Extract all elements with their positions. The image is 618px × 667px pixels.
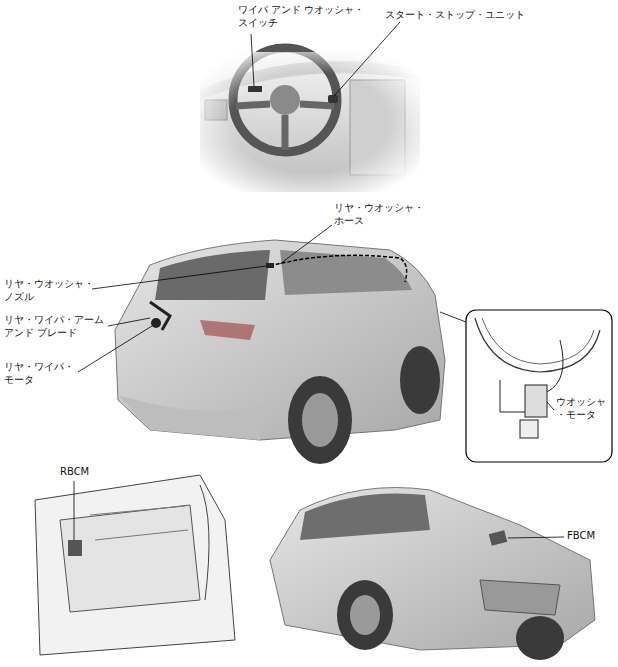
dashboard-figure [200,22,420,192]
part-name: スタート・ストップ・ユニット [385,9,525,22]
washer-motor [525,385,547,417]
fbcm-module [489,530,508,546]
front-vehicle-figure [270,488,595,661]
leader-line [251,34,254,86]
cargo-outline [35,475,235,655]
hatch-edge [200,485,209,600]
inset-frame [466,310,612,462]
reservoir-outline [482,318,594,364]
part-name: リヤ・ウオッシャ・ ノズル [4,278,100,303]
seatback [90,506,188,540]
tail-light [200,320,255,340]
wiper-arm [150,302,170,330]
wiper-motor [151,318,161,328]
leader-line [334,22,400,96]
module-name: RBCM [60,466,89,479]
grille [480,580,560,615]
leader-line [280,225,332,264]
part-name: リヤ・ウオッシャ・ ホース [334,202,430,227]
leader-line [78,326,152,372]
vignette [200,52,420,192]
connector [520,420,538,438]
wheel [516,616,564,660]
washer-hose [270,255,407,282]
leader-line [547,402,554,410]
wheel [337,580,393,650]
reservoir-outline [475,318,600,372]
washer-nozzle [266,263,274,268]
washer-motor-inset [466,310,612,462]
rear-window [155,250,270,300]
leader-line [508,537,564,538]
dashboard [200,52,420,192]
part-name: リヤ・ワイパ・ モータ [4,361,80,386]
rim [302,393,338,447]
leader-line [92,266,266,289]
bumper [118,395,265,440]
module-name: FBCM [567,530,595,543]
rim [350,595,380,635]
rbcm-module [68,540,82,556]
wheel [288,376,352,464]
window [300,493,430,540]
wheel [400,346,440,414]
part-name: ワイパ アンド ウオッシャ・ スイッチ [238,4,378,29]
hose [500,340,563,412]
leader-line [108,318,150,326]
leader-line [74,481,75,540]
leader-line [440,312,466,322]
rear-vehicle-figure [78,225,466,464]
part-name: ウオッシャ ・モータ [556,396,612,421]
cargo-area-figure [35,475,235,655]
part-name: リヤ・ワイパ・アーム アンド ブレード [4,314,110,339]
body [115,240,445,440]
cargo-floor [60,505,200,612]
